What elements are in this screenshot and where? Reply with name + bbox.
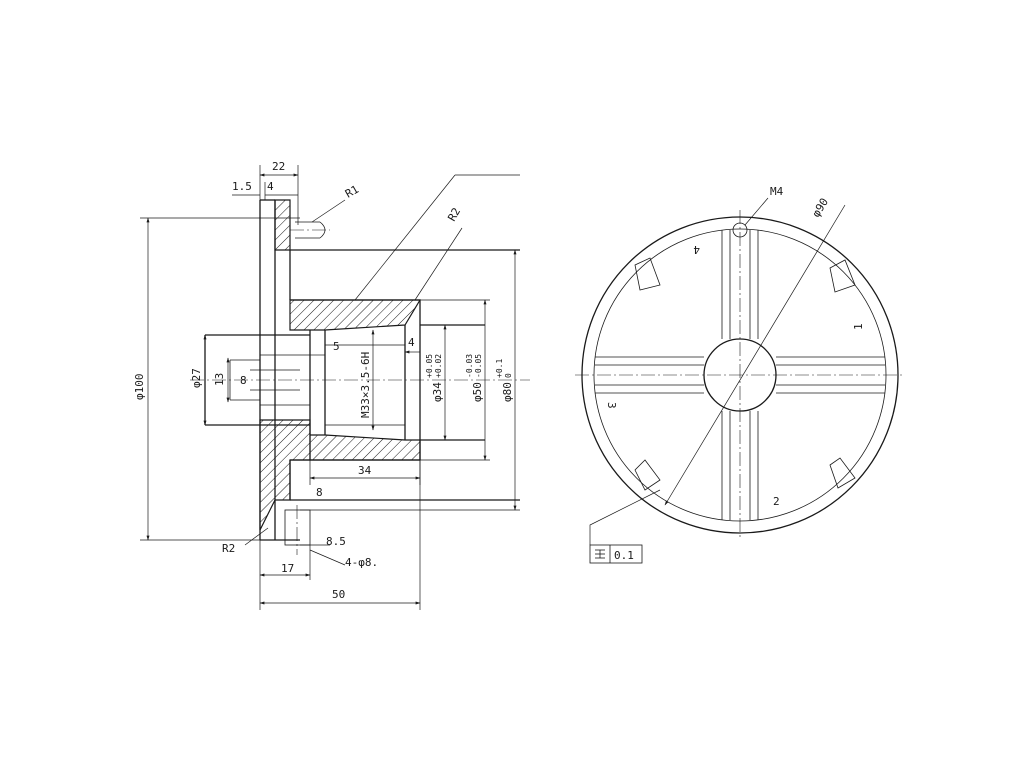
spokes: [595, 230, 885, 520]
section-outline: [259, 199, 520, 541]
circle-diameter-dimension: [664, 204, 846, 506]
dim-thread: M33×3.5-6H: [359, 352, 372, 418]
label-mark-2: 2: [773, 495, 780, 508]
dim-groove: 5: [333, 340, 340, 353]
dim-bore-80-upper: +0.1: [495, 359, 504, 378]
dim-fillet-bottom: R2: [222, 542, 235, 555]
tapped-hole-leader: [744, 197, 769, 226]
tolerance-value: 0.1: [614, 549, 634, 562]
dim-outer-diameter: φ100: [133, 374, 146, 401]
section-dimension-labels: 22 1.5 4 R1 R2 φ100 φ27 13 8 5 4 M33×3.5…: [133, 160, 514, 601]
section-view: 22 1.5 4 R1 R2 φ100 φ27 13 8 5 4 M33×3.5…: [133, 160, 530, 610]
dim-bore-34-upper: +0.05: [425, 354, 434, 378]
label-tapped-hole: M4: [770, 185, 784, 198]
top-bolt-detail: [290, 221, 330, 239]
tolerance-frame: 0.1: [589, 544, 643, 564]
dim-slot-width: 8: [240, 374, 247, 387]
dim-holes: 4-φ8.: [345, 556, 378, 569]
dim-overall-width: 22: [272, 160, 285, 173]
dim-fillet-top: R1: [343, 183, 361, 201]
bottom-hole-detail: [284, 505, 311, 555]
label-mark-3: 3: [605, 402, 618, 409]
tolerance-leader: [589, 489, 661, 545]
dim-bore-34: φ34: [431, 382, 444, 402]
dim-flange-thickness: 1.5: [232, 180, 252, 193]
tapped-hole: [732, 222, 748, 238]
label-mark-4: 4: [693, 243, 700, 256]
dim-rim-offset: 8: [316, 486, 323, 499]
dim-bore-50: φ50: [471, 382, 484, 402]
dim-hub-length: 34: [358, 464, 372, 477]
label-mark-1: 1: [852, 323, 865, 330]
label-circle-diameter: φ90: [810, 196, 832, 220]
dim-total-length: 50: [332, 588, 345, 601]
dim-hub-diameter: φ27: [190, 368, 203, 388]
dim-bore-80-lower: 0: [504, 373, 513, 378]
section-hatching: [259, 199, 422, 531]
corner-pockets: [634, 257, 856, 491]
dim-hole-position: 17: [281, 562, 294, 575]
dim-bore-34-lower: +0.02: [434, 354, 443, 378]
dim-bore-50-lower: -0.05: [474, 354, 483, 378]
dim-hole-depth: 8.5: [326, 535, 346, 548]
dim-hub-bore: 13: [213, 373, 226, 386]
dim-chamfer: 4: [408, 336, 415, 349]
dim-fillet-inner: R2: [445, 206, 463, 224]
dim-step: 4: [267, 180, 274, 193]
front-view: 0.1 M4 φ90 1 2 3 4: [575, 185, 905, 564]
dim-bore-80: φ80: [501, 382, 514, 402]
section-dimensions: [140, 165, 520, 610]
dim-bore-50-upper: -0.03: [465, 354, 474, 378]
